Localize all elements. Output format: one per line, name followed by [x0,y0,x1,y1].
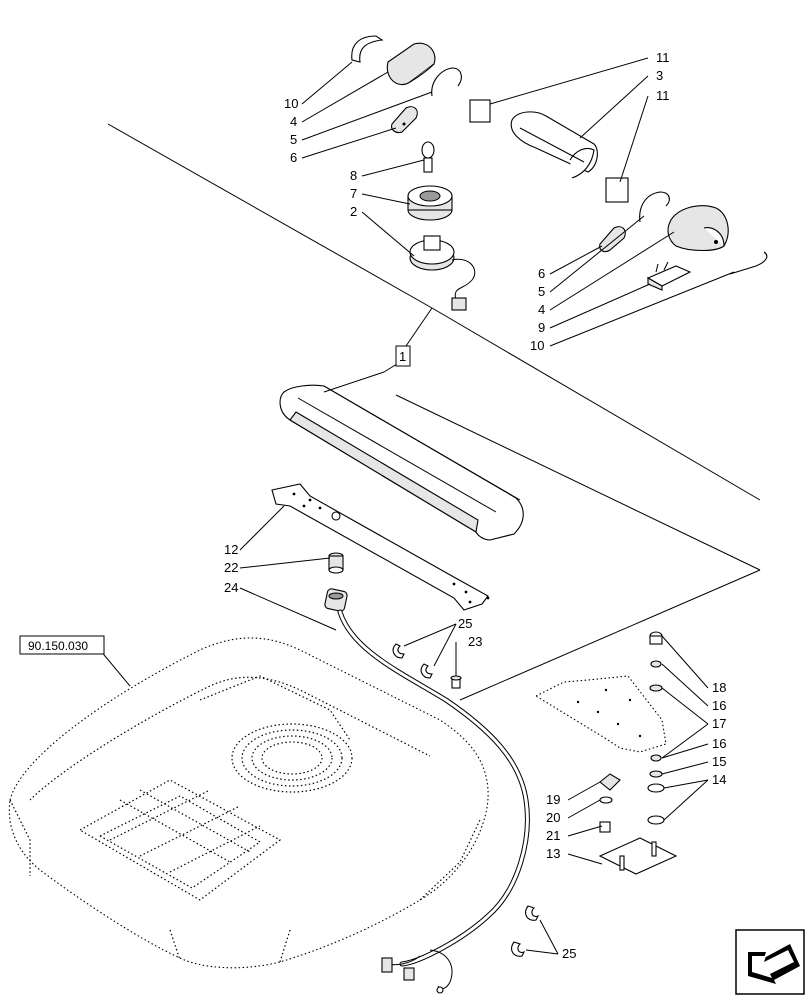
connector-24 [324,588,348,612]
callout-16-a: 16 [712,698,726,713]
callout-7: 7 [350,186,357,201]
callout-9: 9 [538,320,545,335]
mounting-plate [534,675,667,753]
callout-2: 2 [350,204,357,219]
light-bar [279,384,524,541]
callout-25-upper: 25 [458,616,472,631]
callout-16-b: 16 [712,736,726,751]
lamp-socket-7 [407,185,453,221]
clip-10-left [351,35,384,63]
gasket-6-right [599,226,626,253]
lamp-cover-4-right [667,205,729,252]
callout-15: 15 [712,754,726,769]
callout-17: 17 [712,716,726,731]
callout-19: 19 [546,792,560,807]
callout-5-right: 5 [538,284,545,299]
callout-11-a: 11 [656,50,670,65]
callout-8: 8 [350,168,357,183]
arrow-back-icon[interactable] [735,929,805,995]
clips-25-upper [392,643,433,679]
callout-6-right: 6 [538,266,545,281]
wire-harness [337,609,530,994]
callout-labels: 10 4 5 6 8 7 2 11 3 11 6 5 4 9 10 1 12 2… [224,50,726,961]
callout-4-left: 4 [290,114,297,129]
fastener-stack [647,631,665,825]
callout-6-left: 6 [290,150,297,165]
grommet-22 [328,552,344,574]
clip-hook-left [431,67,462,97]
perspective-lines [107,123,761,701]
callout-10-left: 10 [284,96,298,111]
label-11-b [605,177,629,203]
lamp-cover-4-left [386,42,436,86]
lamp-base-2 [409,235,476,311]
callout-22: 22 [224,560,238,575]
callout-23: 23 [468,634,482,649]
relay-9 [646,261,692,291]
reference-code: 90.150.030 [28,639,88,653]
callout-11-b: 11 [656,88,670,103]
mounting-bracket-12 [271,483,490,611]
clip-hook-right [639,191,670,223]
cab-roof [8,637,489,969]
callout-12: 12 [224,542,238,557]
bulb-8 [421,141,435,173]
clips-25-lower [511,905,540,957]
label-11-a [469,99,491,123]
callout-10-right: 10 [530,338,544,353]
callout-24: 24 [224,580,238,595]
callout-13: 13 [546,846,560,861]
bolt-23 [450,675,462,689]
leader-lines [99,57,735,955]
callout-5-left: 5 [290,132,297,147]
callout-3: 3 [656,68,663,83]
clip-10-right [729,251,768,275]
callout-4-right: 4 [538,302,545,317]
lamp-lens-3 [510,111,598,179]
callout-18: 18 [712,680,726,695]
callout-14: 14 [712,772,726,787]
callout-25-lower: 25 [562,946,576,961]
callout-1: 1 [399,349,406,364]
callout-21: 21 [546,828,560,843]
latch-19-20-21 [599,773,621,833]
base-plate-13 [598,837,678,875]
reference-box[interactable]: 90.150.030 [19,635,105,655]
callout-20: 20 [546,810,560,825]
